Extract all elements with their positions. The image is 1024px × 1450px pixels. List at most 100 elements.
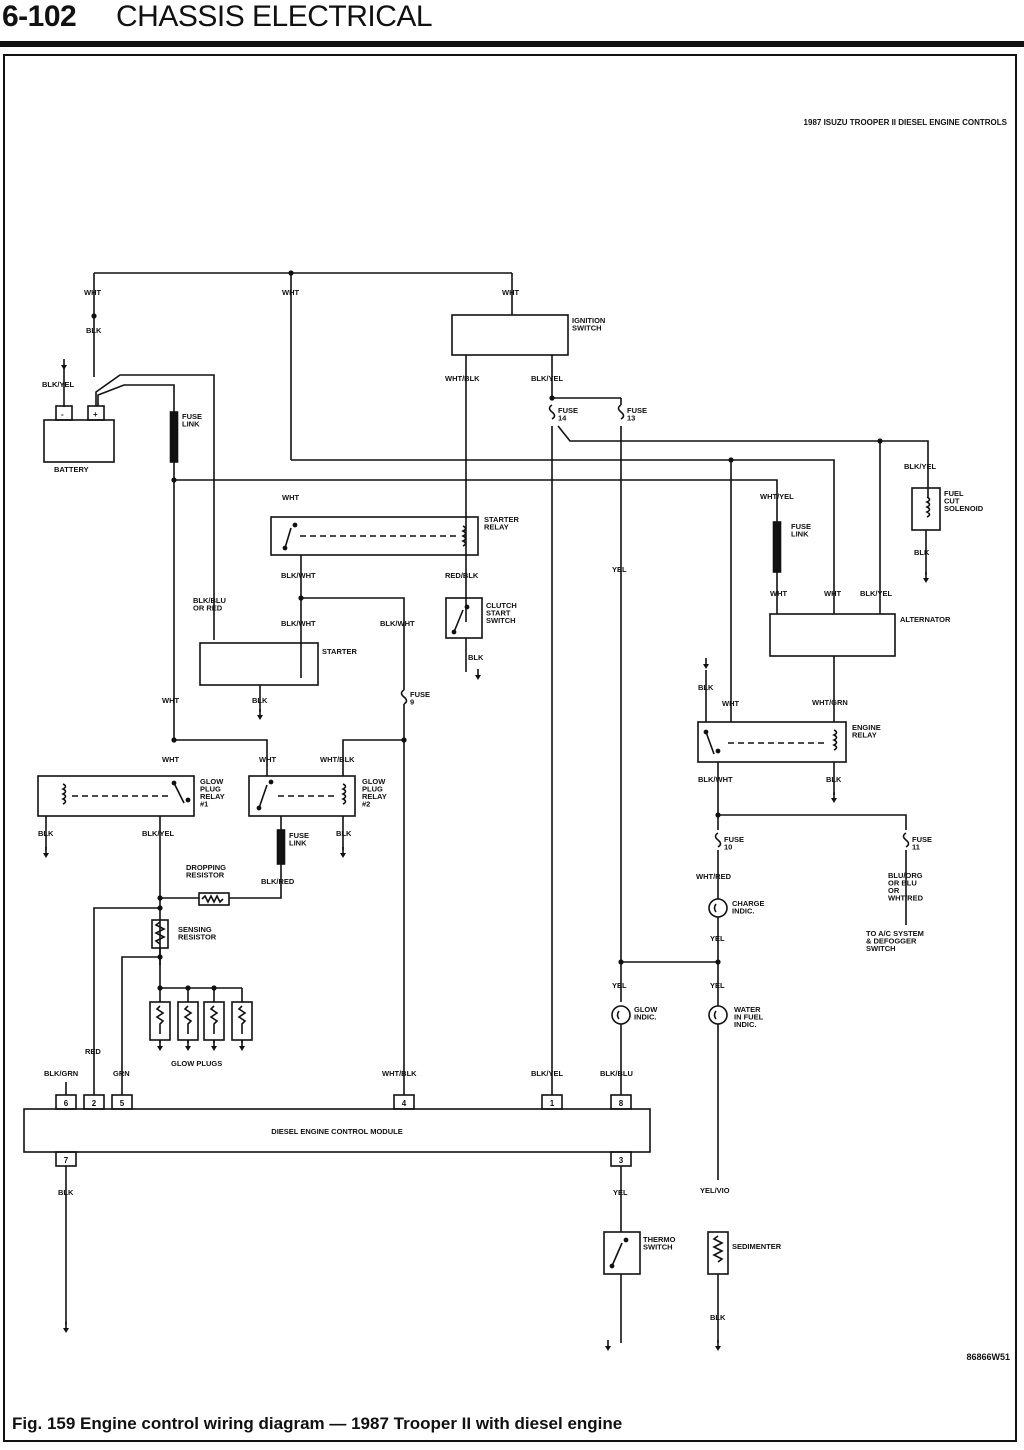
wire-label: BLK	[914, 548, 930, 557]
wire-label: BLK/YEL	[531, 374, 564, 383]
switch-contact	[171, 780, 177, 786]
connector-pin-label: 1	[550, 1099, 555, 1108]
lamp-filament	[713, 903, 717, 913]
wire-label: WHT	[824, 589, 841, 598]
switch-contact	[451, 629, 457, 635]
wire-label: YEL/VIO	[700, 1186, 730, 1195]
switch-blade	[705, 731, 715, 755]
wire-label: YEL	[710, 981, 725, 990]
diagram-frame	[3, 54, 1017, 1442]
wire-label: BLK/WHT	[380, 619, 415, 628]
starter-label: STARTER	[322, 647, 357, 656]
fuse-symbol	[548, 404, 556, 420]
glow-plug	[231, 1001, 253, 1041]
battery-neg-label: -	[61, 410, 64, 419]
glow-plug-element	[155, 1005, 165, 1034]
battery	[43, 419, 115, 463]
connector-pin	[55, 1094, 77, 1110]
resistor-zigzag	[154, 921, 166, 945]
switch-contact	[282, 545, 288, 551]
resistor-zigzag	[201, 894, 224, 904]
ground-symbol	[703, 664, 709, 669]
dropping-resistor	[198, 892, 230, 906]
wire-label: WHT/BLK	[445, 374, 480, 383]
connector-pin	[610, 1094, 632, 1110]
fuse-symbol	[714, 832, 722, 848]
wire-label: BLK	[86, 326, 102, 335]
wht-blk-relay2	[342, 739, 404, 776]
switch-contact	[464, 604, 470, 610]
wire-label: WHT	[162, 755, 179, 764]
wire-label: YEL	[612, 981, 627, 990]
alternator-label: ALTERNATOR	[900, 615, 951, 624]
glow-plug	[203, 1001, 225, 1041]
wire-label: BLK	[698, 683, 714, 692]
connector-pin-label: 5	[120, 1099, 125, 1108]
indicator-lamp	[611, 1005, 631, 1025]
battery-label: BATTERY	[54, 465, 89, 474]
glow-plug-element	[237, 1005, 247, 1034]
wire-label: GRN	[113, 1069, 130, 1078]
control-module-label: DIESEL ENGINE CONTROL MODULE	[271, 1127, 402, 1136]
glow-plug	[149, 1001, 171, 1041]
switch-blade	[284, 527, 292, 549]
lamp-filament	[713, 1010, 717, 1020]
figure-caption: Fig. 159 Engine control wiring diagram —…	[12, 1414, 623, 1433]
glow-plug-element	[183, 1005, 193, 1034]
wire-label: BLK/WHT	[281, 571, 316, 580]
relay-coil	[461, 525, 467, 547]
figure-code: 86866W51	[966, 1352, 1010, 1362]
ground-symbol	[257, 715, 263, 720]
wire	[718, 814, 907, 830]
starter	[199, 642, 319, 686]
blk-red-wire	[229, 864, 282, 899]
header-rule	[0, 41, 1024, 47]
wht-yel-feed	[174, 479, 778, 522]
ground-symbol	[715, 1346, 721, 1351]
page-number: 6-102	[2, 0, 77, 33]
wire-label: YEL	[613, 1188, 628, 1197]
wire-label: YEL	[612, 565, 627, 574]
switch-blade	[453, 609, 464, 633]
connector-pin-label: 8	[619, 1099, 624, 1108]
connector-pin-label: 2	[92, 1099, 97, 1108]
connector-pin	[111, 1094, 133, 1110]
connector-pin-label: 6	[64, 1099, 69, 1108]
wire-label: BLK/GRN	[44, 1069, 78, 1078]
wht-glow-relay2	[174, 739, 268, 776]
red-wire	[93, 907, 160, 1095]
connector-pin	[393, 1094, 415, 1110]
wire-label: WHT	[162, 696, 179, 705]
wire-label: WHT	[722, 699, 739, 708]
switch-blade	[611, 1242, 623, 1267]
wire-label: WHT/YEL	[760, 492, 794, 501]
relay-coil	[341, 783, 347, 805]
relay-coil	[61, 783, 67, 805]
ground-symbol	[185, 1046, 191, 1051]
switch-blade	[258, 784, 268, 809]
relay-coil	[832, 729, 838, 751]
wire-label: BLK	[710, 1313, 726, 1322]
connector-pin	[541, 1094, 563, 1110]
wire-label: RED	[85, 1047, 101, 1056]
ground-symbol	[239, 1046, 245, 1051]
connector-pin	[83, 1094, 105, 1110]
switch-contact	[292, 522, 298, 528]
splice-dot	[91, 313, 97, 319]
wire-label: RED/BLK	[445, 571, 479, 580]
wire-label: WHT	[770, 589, 787, 598]
